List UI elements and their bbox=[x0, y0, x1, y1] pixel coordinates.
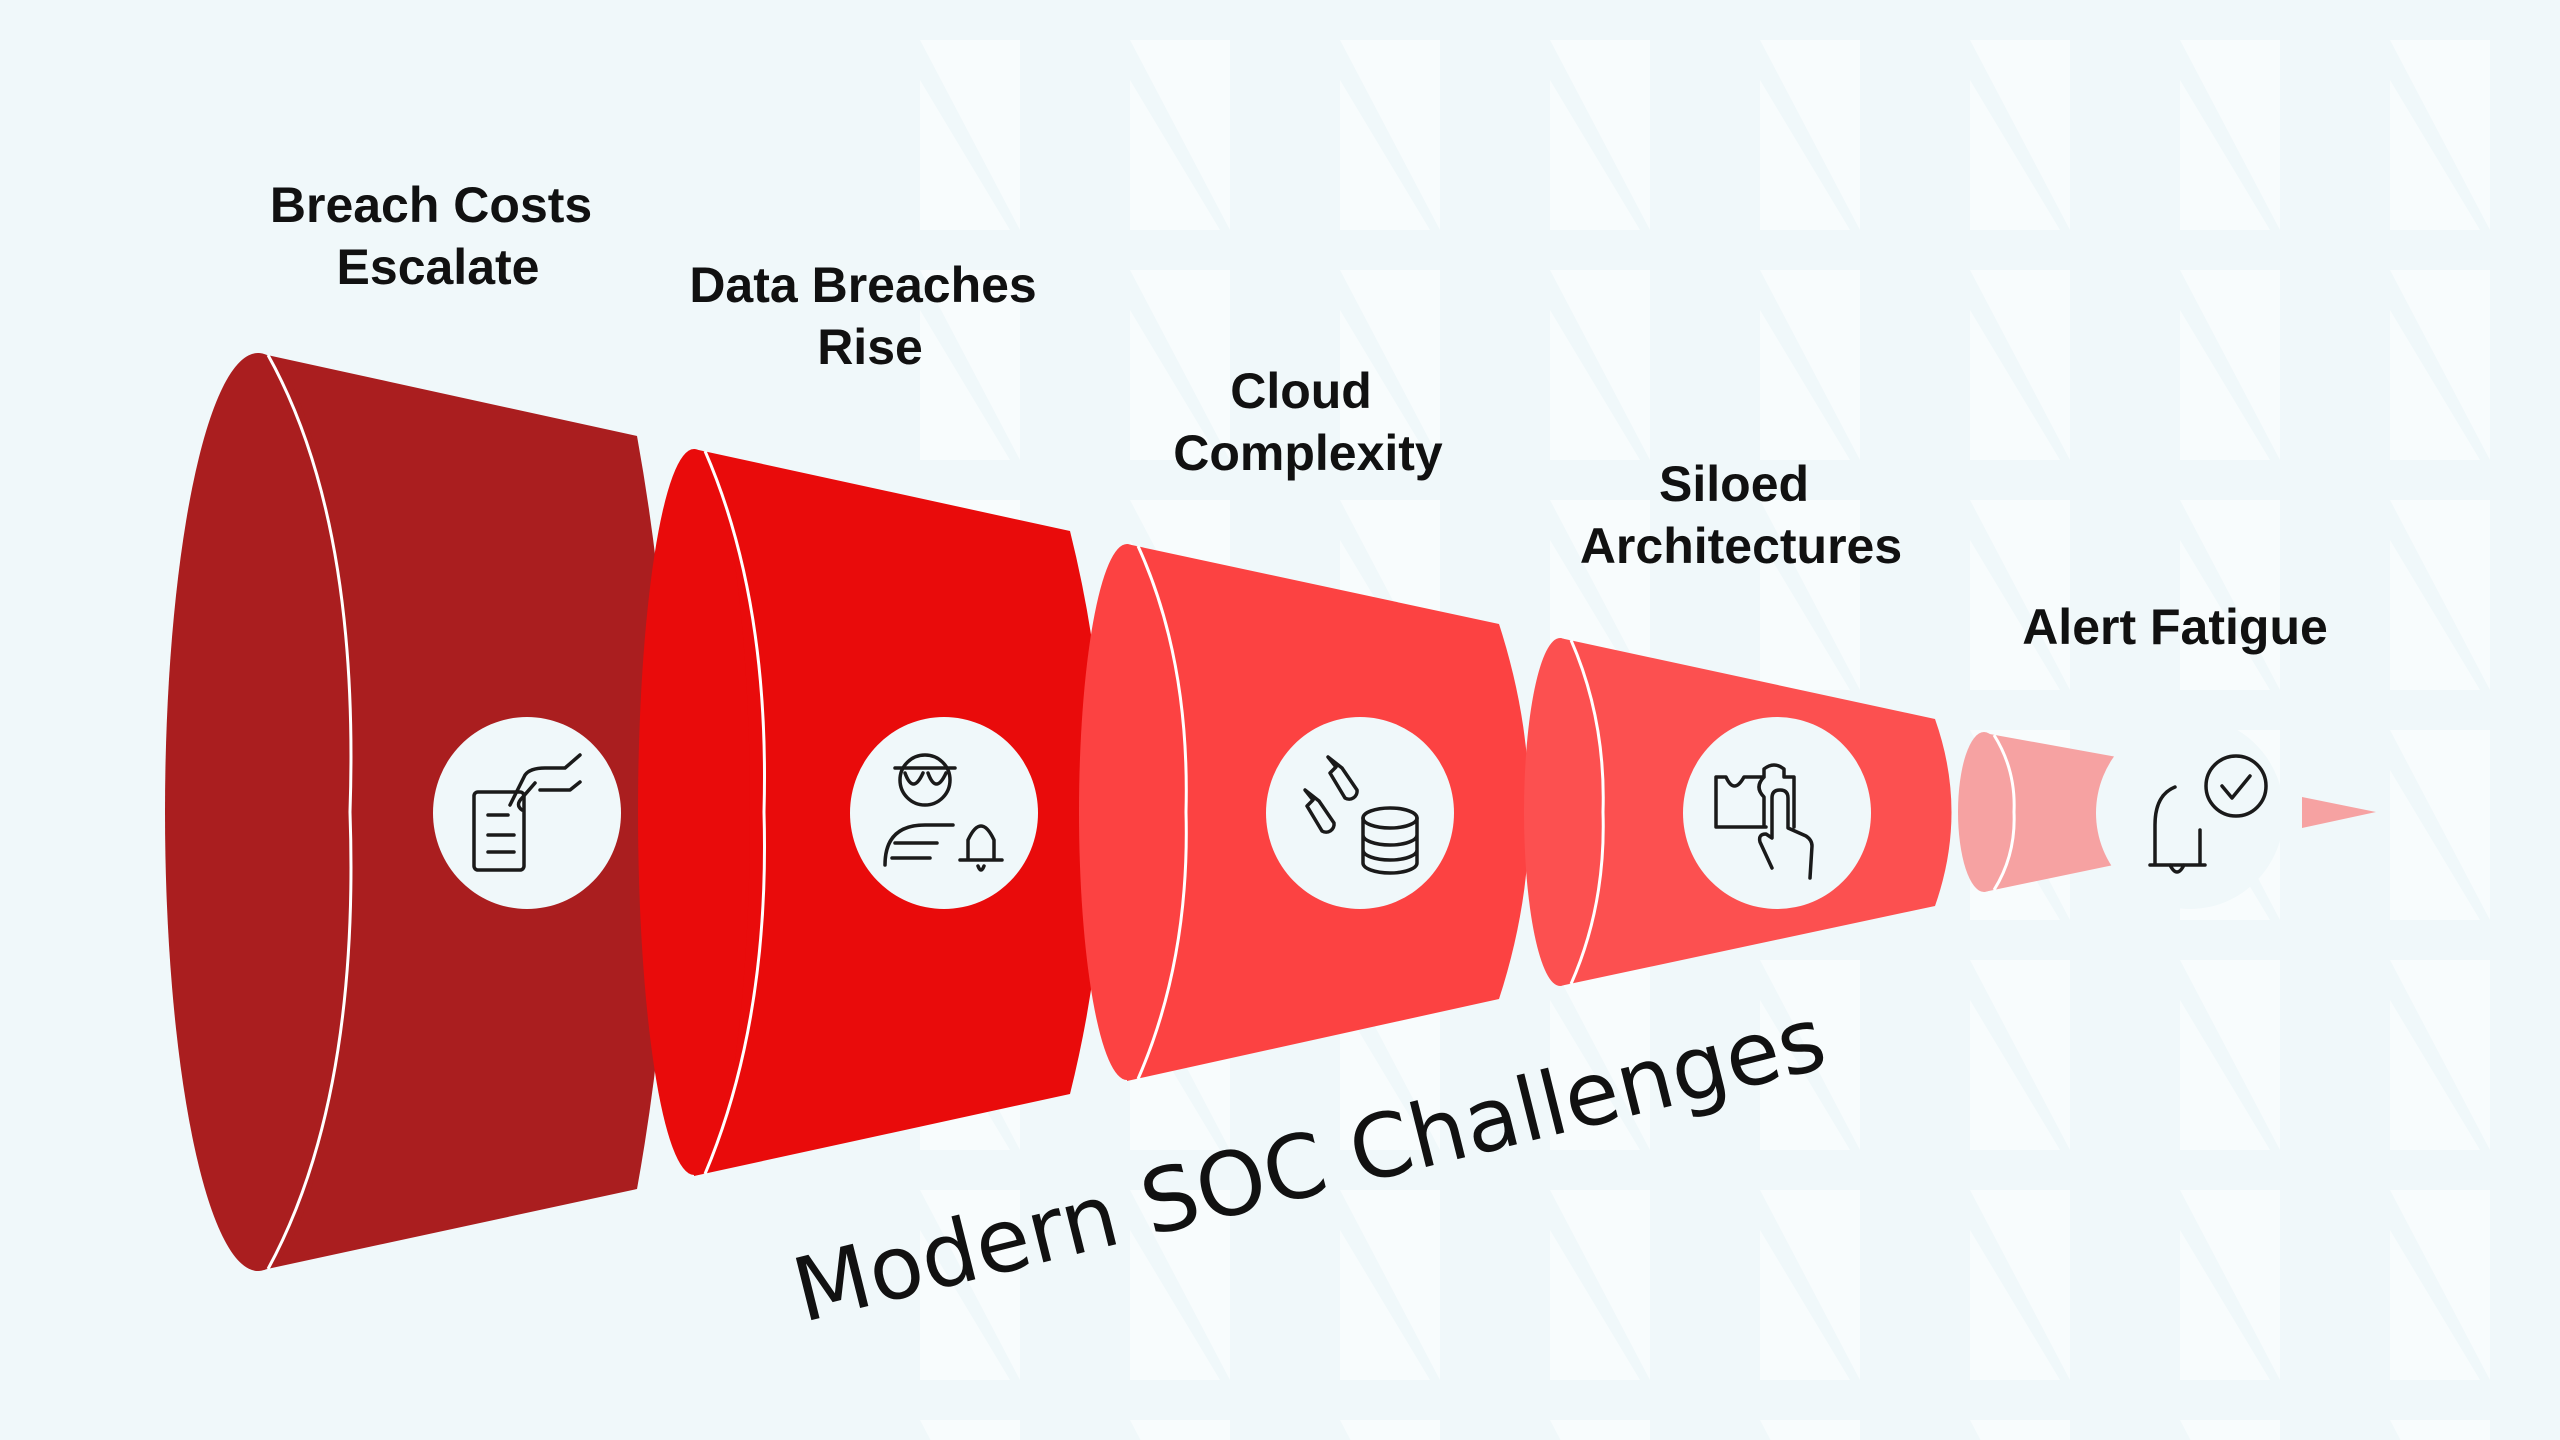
funnel-tip-arrow bbox=[2302, 797, 2376, 828]
puzzle-hand-icon bbox=[1683, 717, 1871, 909]
bell-check-icon bbox=[2096, 717, 2284, 909]
hacker-bell-icon bbox=[850, 717, 1038, 909]
stage-label-siloed-architectures: Siloed Architectures bbox=[1580, 456, 1902, 574]
funnel-segment-5 bbox=[1958, 732, 2128, 892]
stage-label-cloud-complexity: Cloud Complexity bbox=[1173, 363, 1443, 481]
hand-document-icon bbox=[433, 717, 621, 909]
stage-label-alert-fatigue: Alert Fatigue bbox=[2022, 599, 2328, 655]
stage-label-breach-costs: Breach Costs Escalate bbox=[270, 177, 606, 295]
stage-label-data-breaches: Data Breaches Rise bbox=[689, 257, 1050, 375]
missile-database-icon bbox=[1266, 717, 1454, 909]
